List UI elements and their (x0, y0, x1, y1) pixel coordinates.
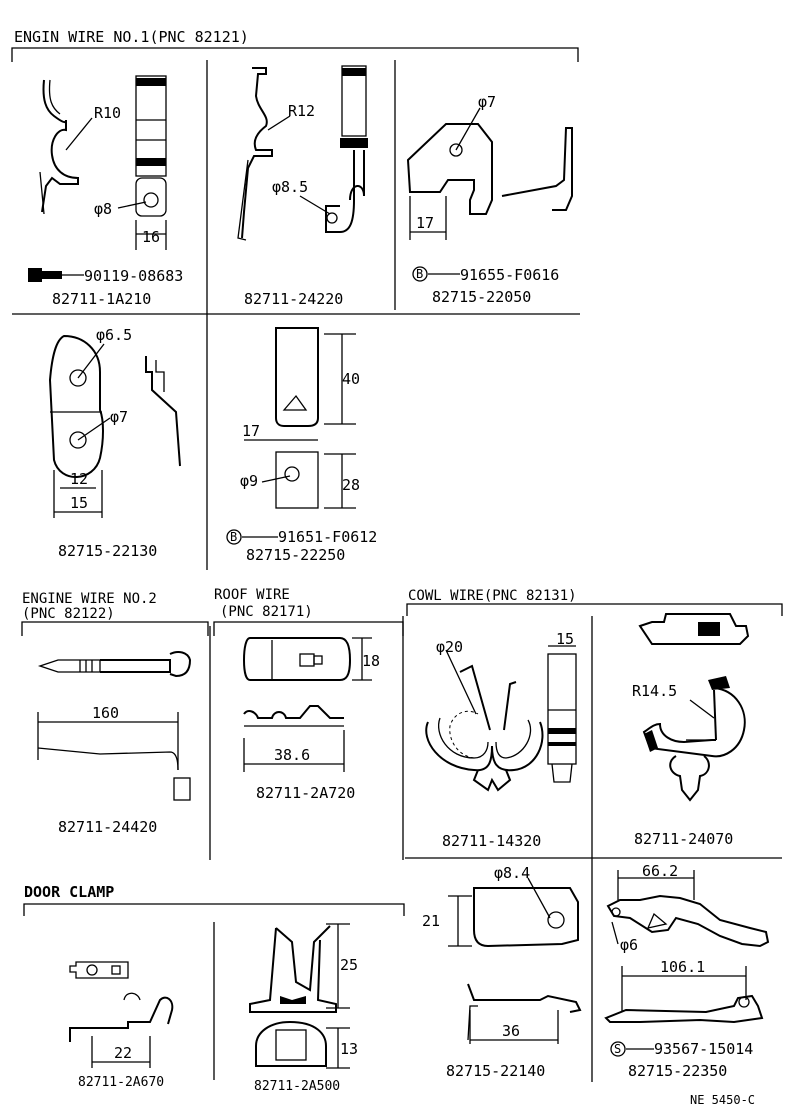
dim-40: 40 (342, 370, 360, 388)
dim-phi8: φ8 (94, 200, 112, 218)
bolt-symbol-b-2 (226, 529, 242, 545)
part-82711-2A500-drawing (249, 923, 350, 1069)
section-frames (11, 47, 783, 1082)
bolt-number-90119-08683: 90119-08683 (84, 267, 183, 285)
section-title-door-clamp: DOOR CLAMP (24, 883, 114, 901)
dim-phi6-5: φ6.5 (96, 326, 132, 344)
part-82715-22350-drawing (604, 870, 770, 1024)
dim-18: 18 (362, 652, 380, 670)
section-subtitle-roof-wire: (PNC 82171) (220, 604, 313, 620)
part-number-82715-22130: 82715-22130 (58, 542, 157, 560)
dim-25: 25 (340, 956, 358, 974)
bolt-number-93567-15014: 93567-15014 (654, 1040, 753, 1058)
dim-13: 13 (340, 1040, 358, 1058)
part-number-82711-14320: 82711-14320 (442, 832, 541, 850)
bolt-symbol-s (610, 1041, 626, 1057)
part-number-82711-1A210: 82711-1A210 (52, 290, 151, 308)
dim-phi9: φ9 (240, 472, 258, 490)
part-82715-22130-drawing (48, 334, 181, 478)
part-number-82715-22350: 82715-22350 (628, 1062, 727, 1080)
part-number-82715-22050: 82715-22050 (432, 288, 531, 306)
bolt-symbol-s-label: S (614, 1042, 621, 1056)
dim-15-a: 15 (70, 494, 88, 512)
part-number-82711-24070: 82711-24070 (634, 830, 733, 848)
dim-phi7-a: φ7 (478, 93, 496, 111)
dim-12: 12 (70, 470, 88, 488)
part-82711-2A720-drawing (242, 637, 372, 772)
dim-phi6: φ6 (620, 936, 638, 954)
part-82711-24420-drawing (37, 651, 192, 801)
part-number-82711-24220: 82711-24220 (244, 290, 343, 308)
part-82715-22140-drawing (448, 877, 582, 1044)
bolt-symbol-b-2-label: B (230, 530, 237, 544)
bolt-symbol-b-label: B (416, 267, 423, 281)
dim-66-2: 66.2 (642, 862, 678, 880)
dim-phi8-5: φ8.5 (272, 178, 308, 196)
part-82711-24220-drawing (237, 65, 368, 241)
dim-36: 36 (502, 1022, 520, 1040)
dim-phi7-b: φ7 (110, 408, 128, 426)
dim-22: 22 (114, 1044, 132, 1062)
drawing-code: NE 5450-C (690, 1093, 755, 1107)
part-82715-22050-drawing (406, 107, 573, 215)
part-82711-1A210-drawing (39, 75, 167, 217)
dim-21: 21 (422, 912, 440, 930)
dim-phi8-4: φ8.4 (494, 864, 530, 882)
dim-r10: R10 (94, 104, 121, 122)
dim-15-b: 15 (556, 630, 574, 648)
bolt-symbol-b (412, 266, 428, 282)
dim-phi20: φ20 (436, 638, 463, 656)
dim-38-6: 38.6 (274, 746, 310, 764)
part-number-82715-22250: 82715-22250 (246, 546, 345, 564)
section-title-engine-wire-no2: ENGINE WIRE NO.2 (22, 591, 157, 607)
dim-r14-5: R14.5 (632, 682, 677, 700)
part-number-82711-2A720: 82711-2A720 (256, 784, 355, 802)
dim-16: 16 (142, 228, 160, 246)
bolt-number-91655-F0616: 91655-F0616 (460, 266, 559, 284)
part-number-82711-2A670: 82711-2A670 (78, 1075, 164, 1090)
section-subtitle-engine-wire-no2: (PNC 82122) (22, 606, 115, 622)
dim-106-1: 106.1 (660, 958, 705, 976)
bolt-icon (28, 268, 62, 282)
part-82711-24070-drawing (638, 613, 750, 802)
part-number-82715-22140: 82715-22140 (446, 1062, 545, 1080)
dim-160: 160 (92, 704, 119, 722)
part-number-82711-24420: 82711-24420 (58, 818, 157, 836)
part-82711-2A670-drawing (69, 961, 174, 1068)
bolt-number-91651-F0612: 91651-F0612 (278, 528, 377, 546)
section-title-cowl-wire: COWL WIRE(PNC 82131) (408, 588, 577, 604)
section-title-roof-wire: ROOF WIRE (214, 587, 290, 603)
section-title-engin-wire-no1: ENGIN WIRE NO.1(PNC 82121) (14, 28, 249, 46)
part-82715-22250-drawing (244, 327, 356, 509)
dim-28: 28 (342, 476, 360, 494)
dim-17-b: 17 (242, 422, 260, 440)
dim-17-a: 17 (416, 214, 434, 232)
dim-r12: R12 (288, 102, 315, 120)
part-number-82711-2A500: 82711-2A500 (254, 1079, 340, 1094)
part-82711-14320-drawing (425, 645, 577, 792)
